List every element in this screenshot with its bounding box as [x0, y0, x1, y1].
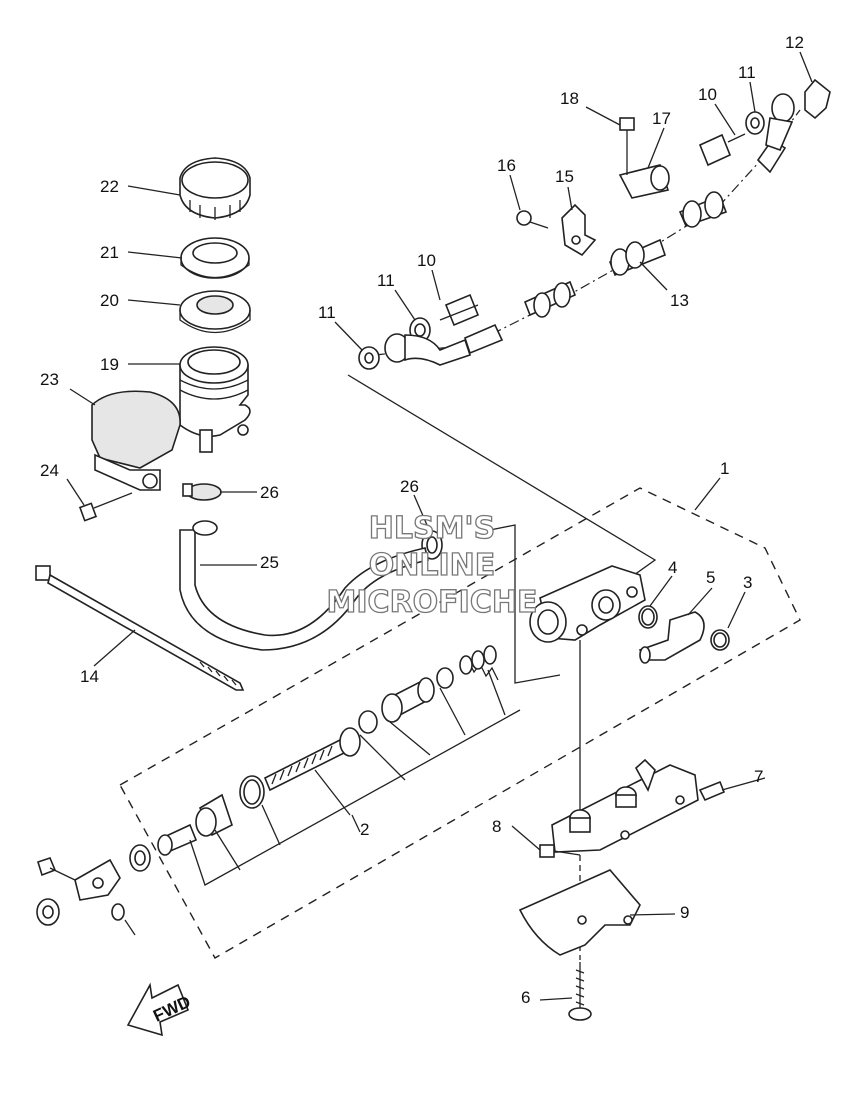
callout-16: 16 [497, 156, 516, 175]
reservoir-tank [179, 346, 251, 453]
cable-tie [35, 565, 245, 691]
kit-bracket-lines [189, 669, 521, 886]
assembly-outline-1 [119, 487, 801, 959]
watermark: HLSM'S ONLINE MICROFICHE [326, 510, 538, 620]
hose-holder-17 [618, 164, 670, 199]
banjo-bolt-10b [698, 133, 746, 167]
bolt-6 [568, 962, 592, 1021]
gasket-11c [358, 346, 380, 370]
hose-centerline [374, 109, 801, 356]
o-ring-4 [638, 605, 658, 629]
bolt-18 [619, 117, 635, 175]
callout-10-upper: 10 [698, 85, 717, 104]
callout-11-left: 11 [318, 303, 336, 322]
callout-12: 12 [785, 33, 804, 52]
callout-4: 4 [668, 558, 677, 577]
callout-20: 20 [100, 291, 119, 310]
callout-5: 5 [706, 568, 715, 587]
bolt-8 [539, 844, 581, 858]
callout-15: 15 [555, 167, 574, 186]
brake-hose-13 [523, 191, 728, 318]
hose-guide-15 [561, 203, 597, 257]
callout-19: 19 [100, 355, 119, 374]
bracket-7 [551, 758, 726, 853]
callout-22: 22 [100, 177, 119, 196]
diaphragm [179, 290, 251, 333]
callout-24: 24 [40, 461, 59, 480]
gasket-11b [745, 111, 765, 135]
callout-21: 21 [100, 243, 119, 262]
callout-11-lower: 11 [377, 271, 395, 290]
brake-hose-lower-fitting [384, 323, 504, 366]
callout-3: 3 [743, 573, 752, 592]
hose-clamp-upper [182, 483, 222, 501]
clip-12 [804, 78, 831, 120]
callout-6: 6 [521, 988, 530, 1007]
brake-hose-upper-fitting [756, 93, 795, 174]
callout-11-upper: 11 [738, 63, 756, 82]
circlip-3 [710, 629, 730, 651]
callout-13: 13 [670, 291, 689, 310]
callout-14: 14 [80, 667, 99, 686]
callout-26-top: 26 [400, 477, 419, 496]
callout-9: 9 [680, 903, 689, 922]
master-cylinder-body [529, 565, 646, 643]
watermark-line-2: ONLINE [369, 548, 496, 583]
callout-26-right: 26 [260, 483, 279, 502]
screw-24 [78, 492, 133, 522]
reservoir-cap [179, 157, 251, 220]
watermark-line-3: MICROFICHE [327, 585, 538, 620]
hose-clamp-lower [421, 530, 443, 560]
banjo-bolt-10a [439, 293, 480, 327]
fwd-arrow: FWD [126, 982, 193, 1037]
callout-17: 17 [652, 109, 671, 128]
bolt-16 [516, 210, 549, 229]
callout-25: 25 [260, 553, 279, 572]
callout-1: 1 [720, 459, 729, 478]
callout-10-lower: 10 [417, 251, 436, 270]
callout-18: 18 [560, 89, 579, 108]
callouts: 1 2 3 4 5 6 7 8 9 10 10 11 11 11 12 13 1… [40, 33, 804, 1007]
reservoir-hose [179, 520, 429, 651]
reservoir-cover [91, 390, 181, 491]
callout-23: 23 [40, 370, 59, 389]
callout-2: 2 [360, 820, 369, 839]
diaphragm-plate [180, 237, 250, 279]
plate-9 [518, 869, 641, 956]
master-cylinder-kit-parts [129, 645, 499, 872]
watermark-line-1: HLSM'S [369, 511, 495, 546]
callout-8: 8 [492, 817, 501, 836]
clevis-set [36, 857, 136, 936]
hose-joint-5 [638, 611, 705, 664]
callout-7: 7 [754, 767, 763, 786]
callout-leaders [66, 51, 813, 1001]
